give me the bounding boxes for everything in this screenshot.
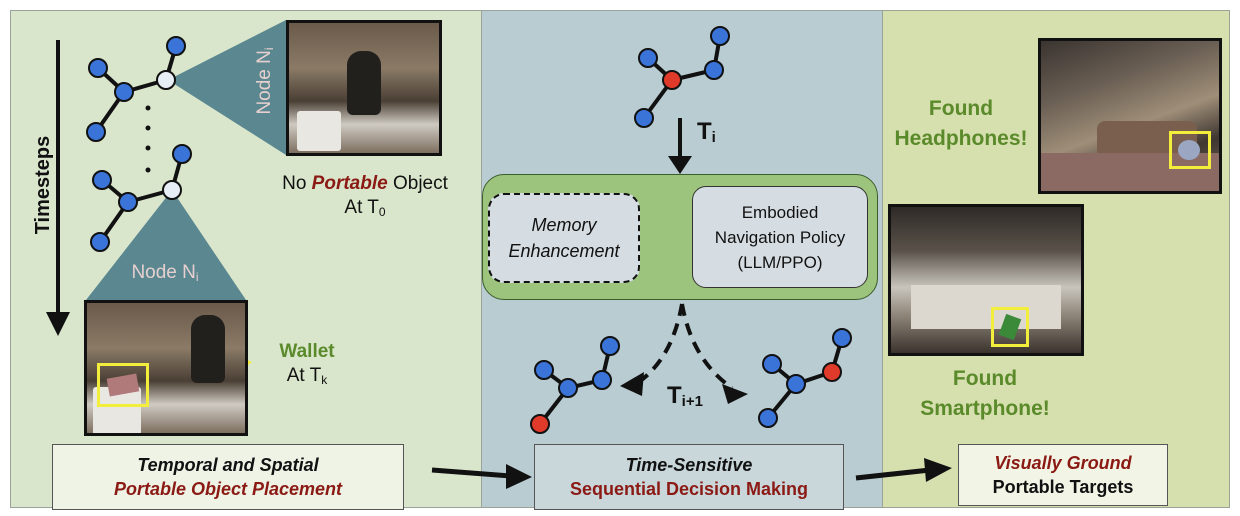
middle-footer-line1: Time-Sensitive <box>625 455 753 475</box>
graph-node <box>832 328 852 348</box>
photo-node-top <box>286 20 442 156</box>
branch-left-arrow <box>634 303 684 386</box>
coat-shape <box>191 315 225 383</box>
graph-node-next <box>822 362 842 382</box>
found-smartphone-caption: Found Smartphone! <box>920 367 1050 420</box>
branch-right-arrow <box>680 303 734 390</box>
ellipsis-dot <box>145 105 151 111</box>
ti-label: Ti <box>697 118 716 146</box>
node-cone-top <box>168 20 286 155</box>
flow-arrow-left-head <box>506 464 532 489</box>
graph-node <box>762 354 782 374</box>
left-graphics <box>46 20 286 390</box>
coat-shape <box>347 51 381 115</box>
graph-node <box>558 378 578 398</box>
right-footer-box: Visually Ground Portable Targets <box>958 444 1168 506</box>
node-label-bottom: Node Ni <box>131 262 199 284</box>
table-shape <box>911 285 1061 329</box>
policy-line2: Navigation Policy <box>714 227 846 247</box>
flow-arrow-left-shaft <box>431 467 511 479</box>
graph-top-node <box>166 36 186 56</box>
graph-node-next <box>530 414 550 434</box>
photo-headphones <box>1038 38 1222 194</box>
left-footer-line1: Temporal and Spatial <box>137 455 319 475</box>
memory-line1: Memory <box>531 215 597 235</box>
smartphone-shape <box>998 313 1022 341</box>
policy-line1: Embodied <box>741 202 819 222</box>
flow-arrow-right-head <box>924 458 952 482</box>
no-portable-caption: No Portable Object At T0 <box>282 173 448 219</box>
headphones-shape <box>1178 140 1200 160</box>
ellipsis-dot <box>145 167 151 173</box>
ellipsis-dot <box>145 145 151 151</box>
branch-right-arrow-head <box>722 384 748 404</box>
graph-top-node-selected <box>156 70 176 90</box>
graph-node <box>534 360 554 380</box>
graph-node <box>638 48 658 68</box>
left-footer-box: Temporal and Spatial Portable Object Pla… <box>52 444 404 510</box>
wallet-highlight-box <box>97 363 149 407</box>
graph-top-node <box>114 82 134 102</box>
right-footer-line2: Portable Targets <box>992 477 1134 497</box>
node-cone-bottom <box>86 190 246 300</box>
navigation-policy-box: Embodied Navigation Policy (LLM/PPO) <box>692 186 868 288</box>
left-footer-line2: Portable Object Placement <box>113 479 343 499</box>
branch-left-arrow-head <box>620 372 644 396</box>
middle-footer-line2: Sequential Decision Making <box>569 479 809 499</box>
graph-mid-node <box>118 192 138 212</box>
memory-line2: Enhancement <box>508 241 620 261</box>
graph-top-node <box>86 122 106 142</box>
ti-arrow-head <box>668 156 692 174</box>
middle-footer-box: Time-Sensitive Sequential Decision Makin… <box>534 444 844 510</box>
graph-node <box>592 370 612 390</box>
timesteps-arrow-head <box>46 312 70 336</box>
washer-shape <box>297 111 341 151</box>
memory-enhancement-box: Memory Enhancement <box>488 193 640 283</box>
graph-node <box>786 374 806 394</box>
headphones-highlight-box <box>1169 131 1211 169</box>
t-next-label: Ti+1 <box>667 382 703 410</box>
photo-node-bottom <box>84 300 248 436</box>
graph-node <box>600 336 620 356</box>
graph-node <box>634 108 654 128</box>
wallet-caption: Wallet At Tk <box>279 341 335 387</box>
policy-line3: (LLM/PPO) <box>737 252 823 272</box>
graph-mid-node <box>92 170 112 190</box>
graph-node <box>758 408 778 428</box>
graph-mid-node <box>172 144 192 164</box>
graph-top-node <box>88 58 108 78</box>
graph-node <box>710 26 730 46</box>
found-headphones-caption: Found Headphones! <box>894 97 1028 150</box>
smartphone-highlight-box <box>991 307 1029 347</box>
right-footer-line1: Visually Ground <box>994 453 1132 473</box>
flow-arrow-right-shaft <box>855 467 931 481</box>
graph-mid-node-selected <box>162 180 182 200</box>
ellipsis-dot <box>145 125 151 131</box>
graph-node-current <box>662 70 682 90</box>
graph-node <box>704 60 724 80</box>
photo-smartphone <box>888 204 1084 356</box>
graph-mid-node <box>90 232 110 252</box>
